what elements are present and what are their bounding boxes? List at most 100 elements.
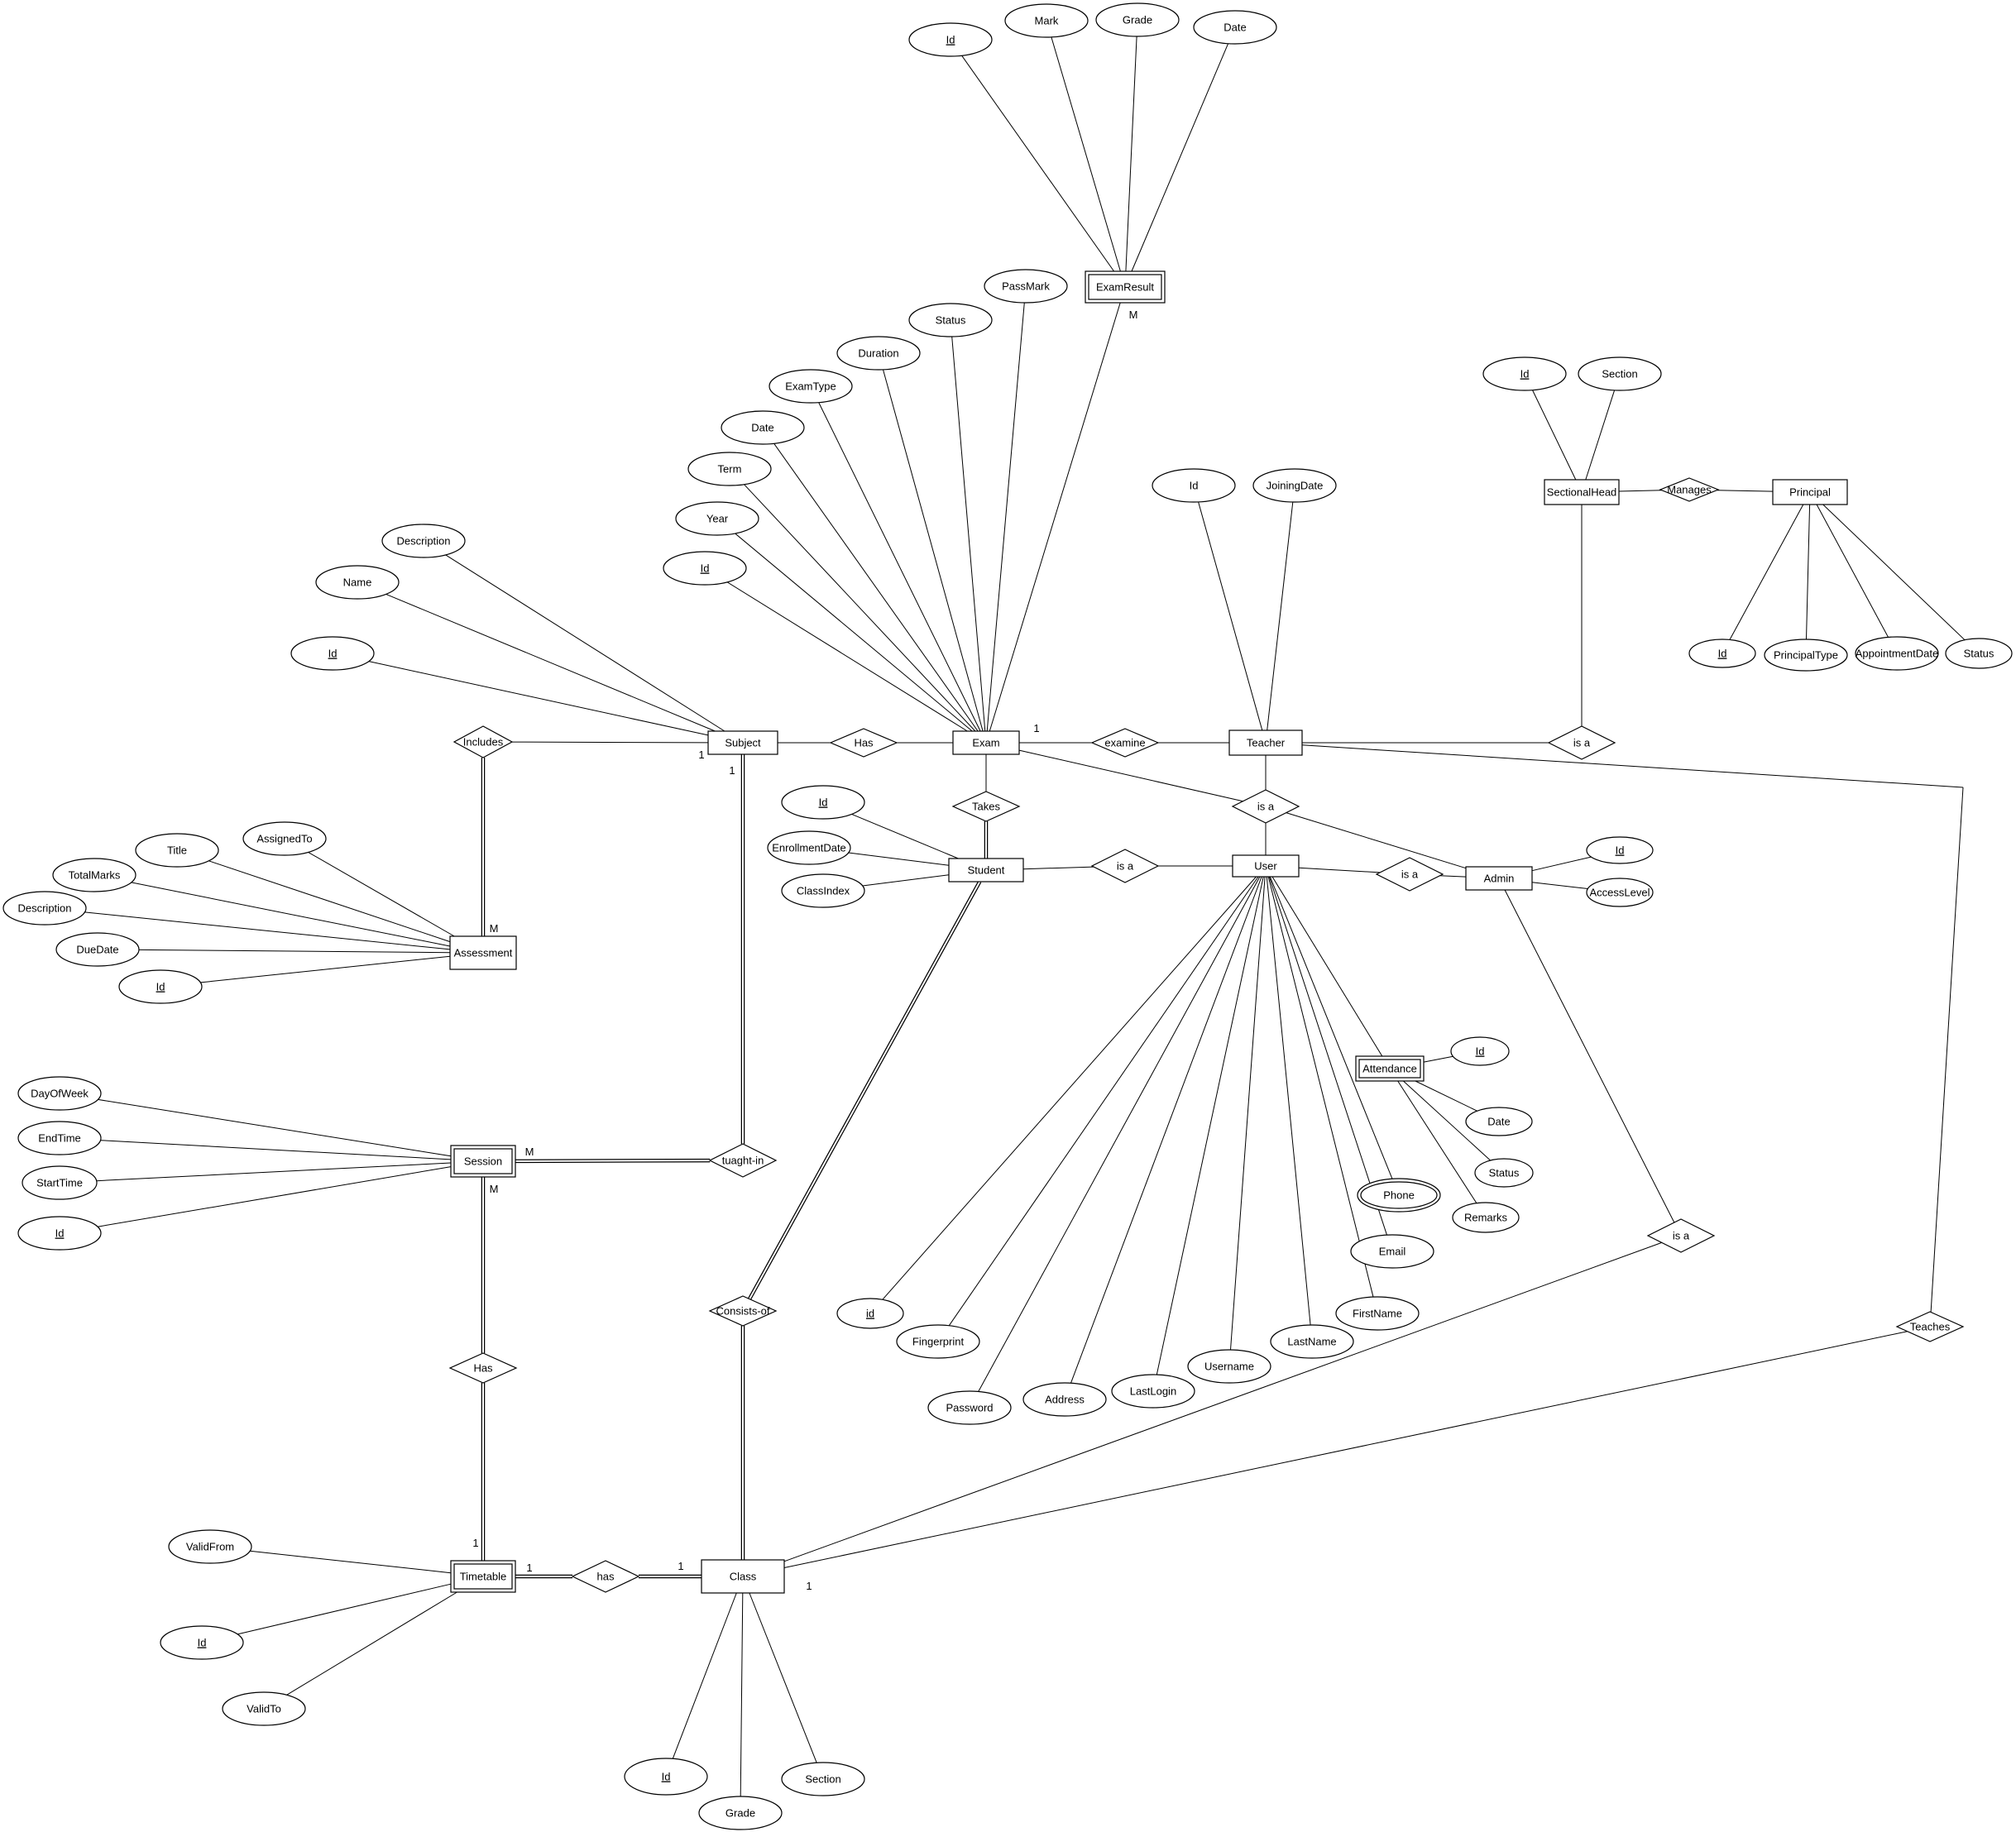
attribute-st-enrollmentdate[interactable]: EnrollmentDate	[767, 830, 851, 865]
attribute-ex-status[interactable]: Status	[908, 303, 993, 337]
attribute-se-id[interactable]: Id	[17, 1216, 102, 1251]
entity-attendance[interactable]: Attendance	[1355, 1055, 1425, 1082]
attribute-cl-section[interactable]: Section	[781, 1762, 865, 1796]
relationship-isa-class[interactable]: is a	[1646, 1218, 1716, 1253]
attribute-tt-id[interactable]: Id	[160, 1625, 244, 1660]
attribute-er-id[interactable]: Id	[908, 22, 993, 57]
entity-examresult[interactable]: ExamResult	[1085, 270, 1166, 304]
attribute-ellipse	[160, 1625, 244, 1660]
relationship-isa-admin[interactable]: is a	[1375, 857, 1444, 892]
attribute-ellipse	[52, 858, 136, 892]
attribute-ellipse	[1193, 10, 1277, 45]
entity-subject[interactable]: Subject	[707, 730, 778, 755]
attribute-at-status[interactable]: Status	[1474, 1158, 1534, 1188]
relationship-manages[interactable]: Manages	[1659, 477, 1720, 502]
relationship-has-session-timetable[interactable]: Has	[448, 1352, 518, 1384]
relationship-consists-of[interactable]: Consists-of	[708, 1295, 778, 1327]
attribute-tt-validto[interactable]: ValidTo	[222, 1691, 306, 1726]
attribute-ex-passmark[interactable]: PassMark	[984, 269, 1068, 304]
relationship-isa-sectional[interactable]: is a	[1547, 725, 1616, 760]
attribute-cl-grade[interactable]: Grade	[698, 1796, 783, 1830]
attribute-ex-term[interactable]: Term	[687, 452, 772, 486]
entity-exam[interactable]: Exam	[952, 730, 1020, 755]
relationship-teaches[interactable]: Teaches	[1895, 1311, 1965, 1342]
attribute-as-duedate[interactable]: DueDate	[55, 932, 140, 967]
attribute-us-lastname[interactable]: LastName	[1270, 1324, 1354, 1359]
relationship-has-timetable-class[interactable]: has	[571, 1560, 640, 1593]
relationship-examine[interactable]: examine	[1090, 728, 1160, 758]
entity-principal[interactable]: Principal	[1772, 479, 1848, 505]
attribute-label: LastName	[1287, 1336, 1336, 1348]
attribute-st-classindex[interactable]: ClassIndex	[781, 873, 865, 908]
attribute-ex-year[interactable]: Year	[675, 501, 759, 536]
attribute-cl-id[interactable]: Id	[624, 1758, 708, 1796]
relationship-takes[interactable]: Takes	[951, 791, 1021, 822]
attribute-ex-date[interactable]: Date	[721, 410, 805, 445]
attribute-sh-id[interactable]: Id	[1482, 356, 1567, 391]
relationship-has-subject-exam[interactable]: Has	[829, 728, 898, 758]
attribute-us-firstname[interactable]: FirstName	[1335, 1296, 1420, 1331]
attribute-ad-accesslevel[interactable]: AccessLevel	[1586, 878, 1654, 907]
attribute-us-email[interactable]: Email	[1350, 1234, 1434, 1269]
entity-assessment[interactable]: Assessment	[449, 935, 517, 970]
attribute-te-id[interactable]: Id	[1152, 468, 1236, 503]
attribute-su-id[interactable]: Id	[290, 636, 375, 671]
entity-user[interactable]: User	[1232, 854, 1300, 878]
attribute-te-joiningdate[interactable]: JoiningDate	[1252, 468, 1337, 503]
attribute-sh-section[interactable]: Section	[1578, 356, 1662, 391]
entity-label: Principal	[1789, 486, 1831, 499]
attribute-as-assignedto[interactable]: AssignedTo	[242, 821, 327, 856]
attribute-as-id[interactable]: Id	[118, 969, 203, 1004]
attribute-su-name[interactable]: Name	[315, 565, 400, 600]
attribute-er-mark[interactable]: Mark	[1004, 3, 1089, 38]
attribute-st-id[interactable]: Id	[781, 785, 865, 820]
attribute-at-id[interactable]: Id	[1450, 1036, 1510, 1066]
attribute-us-username[interactable]: Username	[1187, 1349, 1271, 1384]
attribute-se-dayofweek[interactable]: DayOfWeek	[17, 1076, 102, 1111]
attribute-at-remarks[interactable]: Remarks	[1452, 1202, 1520, 1233]
attribute-pr-principaltype[interactable]: PrincipalType	[1764, 639, 1848, 672]
attribute-as-totalmarks[interactable]: TotalMarks	[52, 858, 136, 892]
attribute-as-title[interactable]: Title	[135, 833, 219, 868]
attribute-pr-status[interactable]: Status	[1945, 638, 2013, 669]
entity-student[interactable]: Student	[948, 858, 1024, 883]
cardinality-label: 1	[1033, 722, 1039, 734]
entity-label: Admin	[1484, 873, 1515, 885]
attribute-su-description[interactable]: Description	[381, 524, 466, 558]
entity-teacher[interactable]: Teacher	[1228, 729, 1303, 756]
attribute-ad-id[interactable]: Id	[1586, 836, 1654, 864]
attribute-ex-duration[interactable]: Duration	[836, 336, 921, 371]
attribute-ex-id[interactable]: Id	[663, 551, 747, 586]
attribute-us-password[interactable]: Password	[927, 1390, 1012, 1425]
attribute-ex-examtype[interactable]: ExamType	[769, 369, 853, 404]
attribute-ellipse	[22, 1165, 98, 1200]
entity-timetable[interactable]: Timetable	[450, 1560, 516, 1593]
attribute-us-id[interactable]: id	[836, 1298, 904, 1329]
attribute-se-starttime[interactable]: StartTime	[22, 1165, 98, 1200]
attribute-tt-validfrom[interactable]: ValidFrom	[168, 1529, 252, 1564]
relationship-tuaght-in[interactable]: tuaght-in	[708, 1143, 778, 1178]
attribute-us-fingerprint[interactable]: Fingerprint	[896, 1324, 980, 1359]
attribute-pr-appointmentdate[interactable]: AppointmentDate	[1855, 636, 1939, 671]
attribute-er-grade[interactable]: Grade	[1095, 2, 1180, 37]
attribute-ellipse	[896, 1324, 980, 1359]
connector	[1397, 1080, 1477, 1203]
attribute-er-date[interactable]: Date	[1193, 10, 1277, 45]
attribute-us-lastlogin[interactable]: LastLogin	[1111, 1374, 1195, 1409]
attribute-at-date[interactable]: Date	[1465, 1107, 1533, 1136]
attribute-us-address[interactable]: Address	[1022, 1382, 1107, 1417]
relationship-label: Has	[854, 737, 874, 749]
relationship-includes[interactable]: Includes	[453, 725, 514, 758]
attribute-us-phone[interactable]: Phone	[1357, 1178, 1441, 1213]
relationship-isa-student[interactable]: is a	[1090, 849, 1160, 883]
entity-sectionalhead[interactable]: SectionalHead	[1544, 479, 1620, 505]
entity-admin[interactable]: Admin	[1465, 866, 1533, 891]
attribute-se-endtime[interactable]: EndTime	[17, 1121, 102, 1155]
entity-class[interactable]: Class	[701, 1559, 785, 1594]
attribute-ellipse	[767, 830, 851, 865]
key-attribute-label: Id	[1718, 648, 1727, 660]
relationship-isa-teacher[interactable]: is a	[1231, 789, 1300, 824]
attribute-pr-id[interactable]: Id	[1688, 639, 1756, 668]
attribute-as-description[interactable]: Description	[2, 891, 87, 926]
entity-session[interactable]: Session	[450, 1145, 516, 1178]
